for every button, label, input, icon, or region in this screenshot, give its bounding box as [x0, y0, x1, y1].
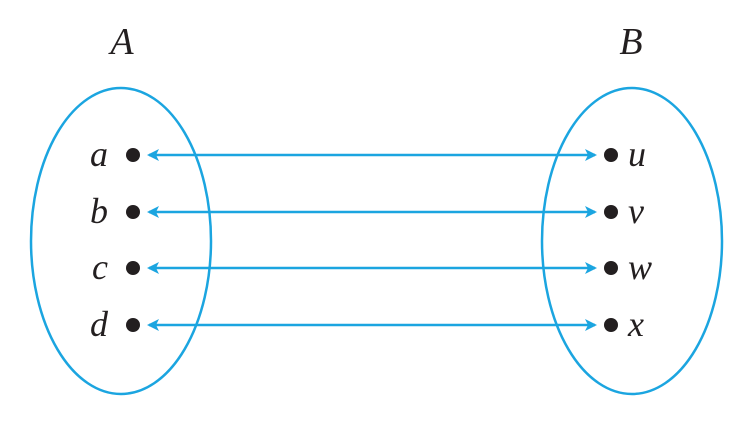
element-c-dot [126, 261, 140, 275]
set-a-ellipse [29, 86, 213, 396]
element-w-dot [604, 261, 618, 275]
element-x-label: x [627, 304, 644, 344]
element-c-label: c [92, 247, 108, 287]
element-b-label: b [90, 191, 108, 231]
element-v-dot [604, 205, 618, 219]
element-u-dot [604, 148, 618, 162]
set-b-ellipse [540, 86, 724, 396]
element-a-label: a [90, 134, 108, 174]
set-b-elements: u v w x [604, 134, 652, 344]
element-w-label: w [628, 247, 652, 287]
set-a-label: A [107, 21, 134, 63]
mapping-arrows [147, 149, 597, 331]
element-x-dot [604, 318, 618, 332]
element-v-label: v [628, 191, 644, 231]
element-u-label: u [628, 134, 646, 174]
set-a-elements: a b c d [90, 134, 140, 344]
set-b-label: B [619, 21, 642, 63]
element-d-label: d [90, 304, 109, 344]
element-d-dot [126, 318, 140, 332]
element-b-dot [126, 205, 140, 219]
element-a-dot [126, 148, 140, 162]
